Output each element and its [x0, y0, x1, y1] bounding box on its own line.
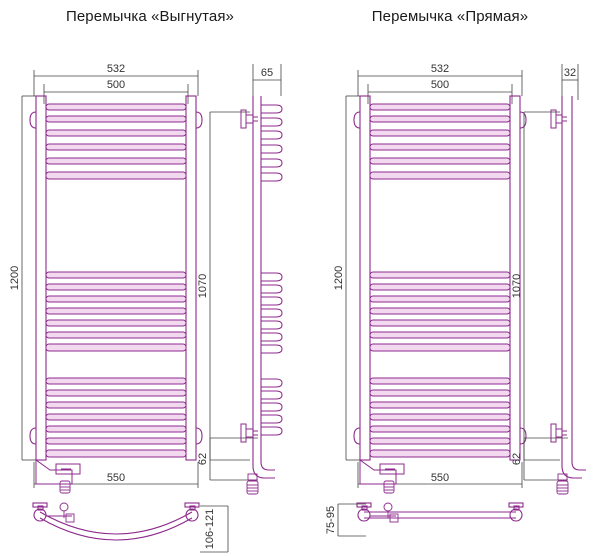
- dim-label-532-right: 532: [431, 63, 449, 75]
- bottom-fitting-left: [46, 502, 75, 523]
- dim-label-1070-left: 1070: [197, 274, 209, 298]
- valve-side-right: [556, 473, 569, 495]
- dim-label-65: 65: [261, 67, 273, 79]
- bottom-view-straight: 75-95: [325, 502, 524, 537]
- side-view-curved: 65 1070 62: [197, 64, 283, 495]
- rung-group-2-straight: [369, 271, 511, 352]
- ladder-rails-straight: [353, 95, 527, 461]
- bottom-straight-bar: [356, 502, 524, 522]
- valve-left: [59, 480, 71, 494]
- rung-group-3-curved: [45, 377, 187, 458]
- dim-label-532-left: 532: [107, 63, 125, 75]
- dim-label-500-left: 500: [107, 79, 125, 91]
- drawing-title-curved: Перемычка «Выгнутая»: [65, 8, 234, 25]
- dim-1070-left: [209, 111, 250, 461]
- front-view-straight: 532 500 1200 550: [333, 63, 527, 494]
- bottom-view-curved: 106-121: [32, 502, 229, 553]
- dim-32: [561, 64, 579, 100]
- dim-1070-right: [523, 111, 560, 461]
- dim-label-550-left: 550: [107, 472, 125, 484]
- dim-label-1200-right: 1200: [333, 266, 345, 290]
- bottom-curved-bar: [32, 502, 200, 541]
- rung-group-1-straight: [369, 103, 511, 180]
- connection-bracket-right: [359, 459, 405, 485]
- rung-group-2-curved: [45, 271, 187, 352]
- rung-group-1-curved: [45, 103, 187, 180]
- wall-mount-lower-right: [550, 423, 567, 443]
- dim-1200-right: [345, 95, 360, 461]
- dim-label-500-right: 500: [431, 79, 449, 91]
- dim-label-1200-left: 1200: [9, 266, 21, 290]
- dim-label-62-right: 62: [511, 453, 523, 465]
- dim-1200-left: [21, 95, 36, 461]
- dim-label-1070-right: 1070: [511, 274, 523, 298]
- front-view-curved: 532 500 1200 550: [9, 63, 203, 494]
- rung-group-3-straight: [369, 377, 511, 458]
- wall-mount-upper-left: [240, 109, 258, 129]
- dim-106-121: [200, 505, 229, 553]
- dim-65: [252, 64, 282, 96]
- dim-label-62-left: 62: [197, 453, 209, 465]
- wall-mount-lower-left: [240, 423, 258, 443]
- ladder-rails-curved: [29, 95, 203, 461]
- dim-500-left: [43, 84, 189, 104]
- dim-532-left: [33, 70, 199, 96]
- side-profile-curved: [252, 96, 275, 479]
- side-view-straight: 32 1070 62: [511, 64, 586, 495]
- bottom-fitting-right: [370, 502, 399, 523]
- dim-label-550-right: 550: [431, 472, 449, 484]
- valve-side-left: [246, 473, 259, 495]
- dim-532-right: [357, 70, 523, 96]
- valve-right: [383, 480, 395, 494]
- drawing-title-straight: Перемычка «Прямая»: [371, 8, 529, 25]
- rung-profiles-curved: [261, 104, 283, 436]
- dim-75-95: [337, 503, 366, 537]
- dim-500-right: [367, 84, 513, 104]
- connection-bracket-left: [35, 459, 81, 485]
- dim-label-75-95: 75-95: [325, 506, 337, 534]
- wall-mount-upper-right: [550, 109, 567, 129]
- dim-label-32: 32: [564, 67, 576, 79]
- side-profile-straight: [561, 96, 586, 479]
- dim-label-106-121: 106-121: [204, 509, 216, 549]
